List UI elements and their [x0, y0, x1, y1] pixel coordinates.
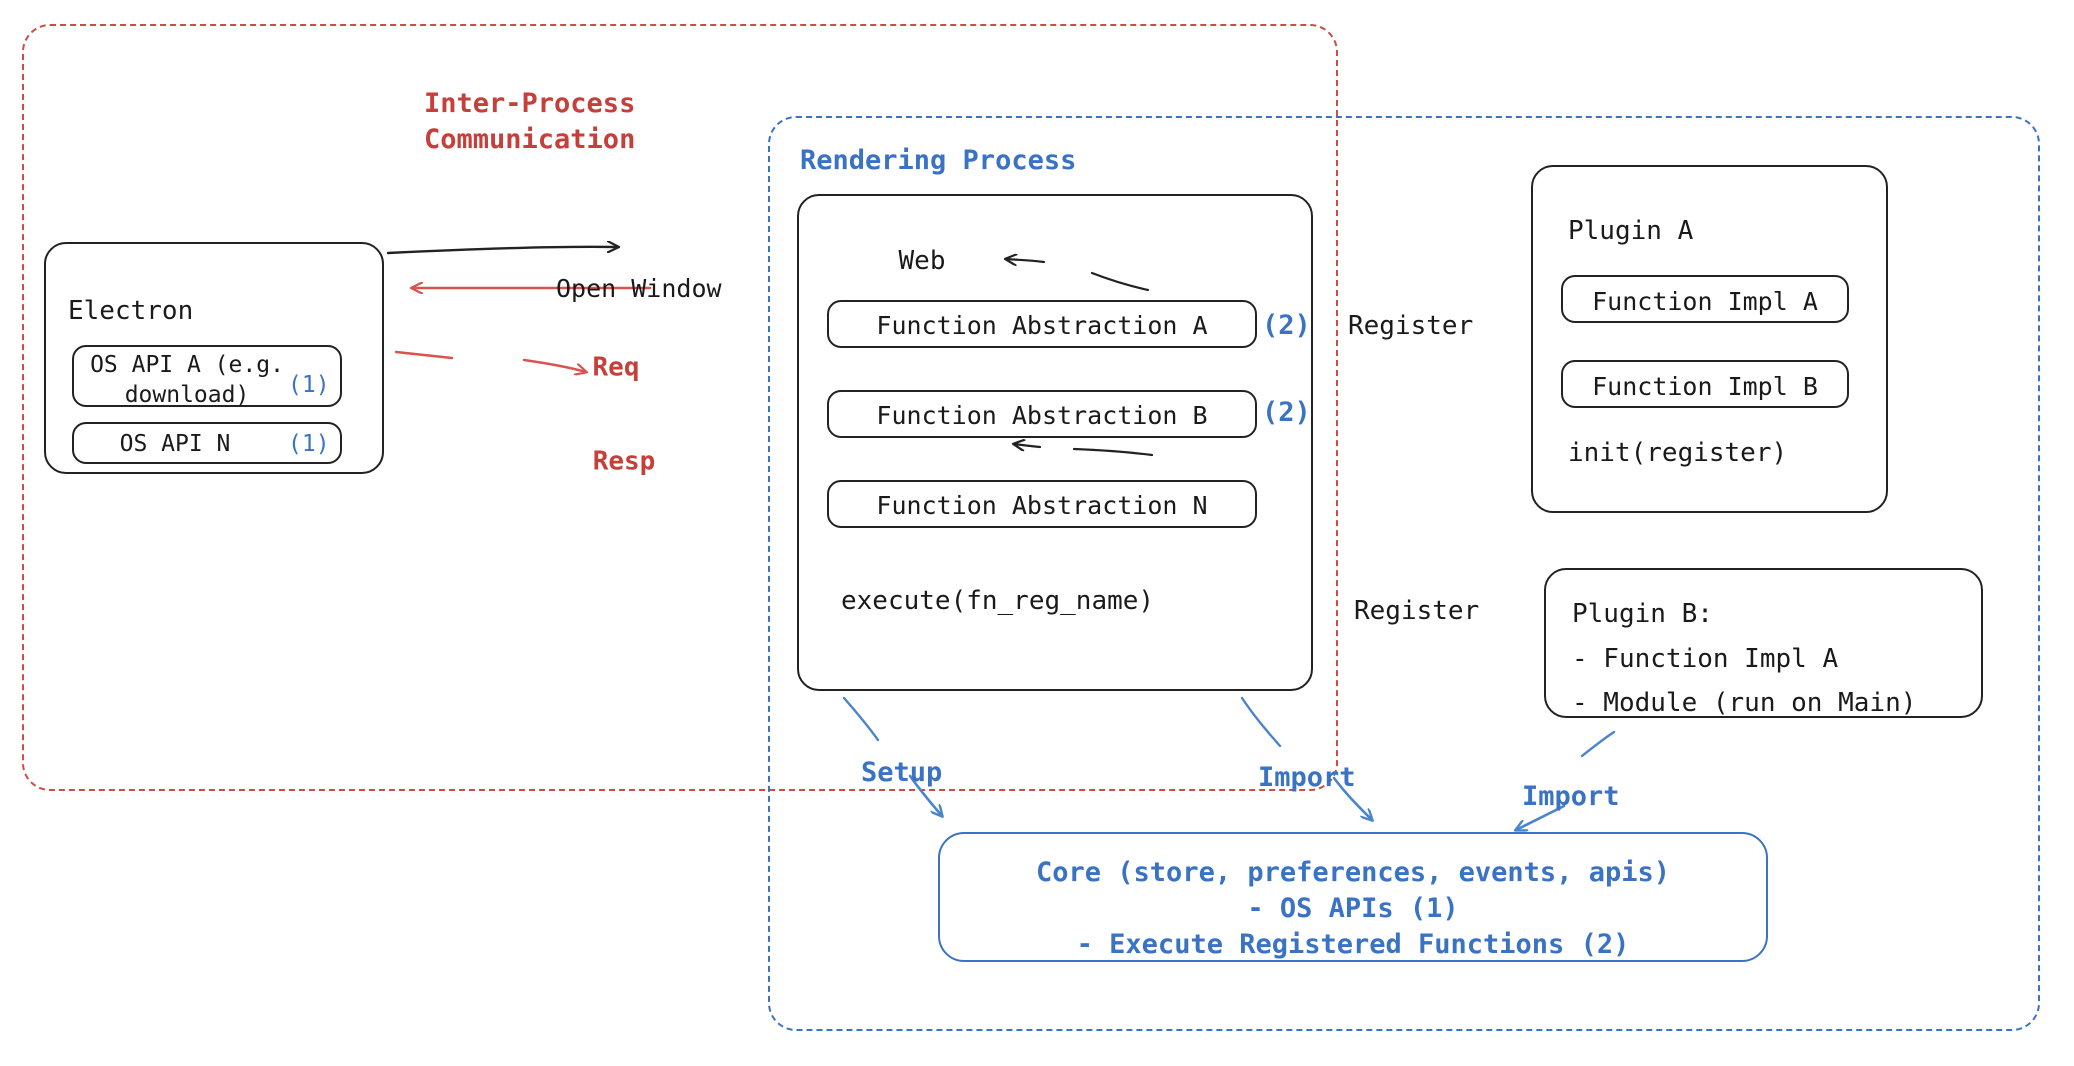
function-abstraction-a-marker: (2)	[1262, 310, 1311, 341]
web-execute-label: execute(fn_reg_name)	[841, 586, 1155, 616]
plugin-a-init-label: init(register)	[1568, 438, 1788, 468]
core-line-2: - OS APIs (1)	[1247, 893, 1459, 924]
arrow-label-import-web: Import	[1258, 762, 1356, 793]
region-label-rendering-process: Rendering Process	[800, 145, 1077, 176]
arrow-label-open-window: Open Window	[556, 274, 722, 303]
region-label-ipc: Inter-Process Communication	[424, 88, 636, 155]
arrow-label-register-plugin-b: Register	[1354, 596, 1480, 626]
plugin-b-box	[1544, 568, 1983, 718]
region-rendering-process	[768, 116, 2040, 1031]
arrow-label-setup: Setup	[861, 757, 943, 788]
core-line-3: - Execute Registered Functions (2)	[1076, 929, 1630, 960]
core-box	[938, 832, 1768, 962]
os-api-a-label: OS API A (e.g. download)	[90, 352, 284, 409]
function-abstraction-b-box[interactable]	[827, 390, 1257, 438]
electron-title: Electron	[68, 296, 194, 326]
os-api-a-marker: (1)	[288, 372, 330, 398]
function-abstraction-n-box[interactable]	[827, 480, 1257, 528]
electron-box	[44, 242, 384, 474]
function-abstraction-a-box[interactable]	[827, 300, 1257, 348]
plugin-b-title: Plugin B:	[1572, 599, 1713, 629]
web-box	[797, 194, 1313, 691]
plugin-b-line-2: - Module (run on Main)	[1572, 688, 1917, 718]
arrow-label-resp: Resp	[592, 446, 656, 477]
function-abstraction-b-label: Function Abstraction B	[876, 401, 1208, 430]
core-line-1: Core (store, preferences, events, apis)	[1036, 857, 1670, 888]
plugin-b-line-1: - Function Impl A	[1572, 644, 1839, 674]
region-inter-process-communication	[22, 24, 1338, 791]
plugin-a-title: Plugin A	[1568, 216, 1694, 246]
arrow-label-import-plugin-b: Import	[1522, 781, 1620, 812]
plugin-a-function-impl-b-label: Function Impl B	[1592, 372, 1818, 401]
os-api-a-box[interactable]	[72, 345, 342, 407]
arrow-label-register-plugin-a: Register	[1348, 311, 1474, 341]
os-api-n-box[interactable]	[72, 422, 342, 464]
function-abstraction-b-marker: (2)	[1262, 397, 1311, 428]
plugin-a-box	[1531, 165, 1888, 513]
function-abstraction-a-label: Function Abstraction A	[876, 311, 1208, 340]
os-api-n-marker: (1)	[288, 431, 330, 457]
arrow-label-req: Req	[592, 352, 640, 383]
plugin-a-function-impl-b-box[interactable]	[1561, 360, 1849, 408]
plugin-a-function-impl-a-box[interactable]	[1561, 275, 1849, 323]
function-abstraction-n-label: Function Abstraction N	[876, 491, 1208, 520]
os-api-n-label: OS API N	[119, 431, 231, 457]
web-title: Web	[898, 246, 946, 276]
plugin-a-function-impl-a-label: Function Impl A	[1592, 287, 1818, 316]
